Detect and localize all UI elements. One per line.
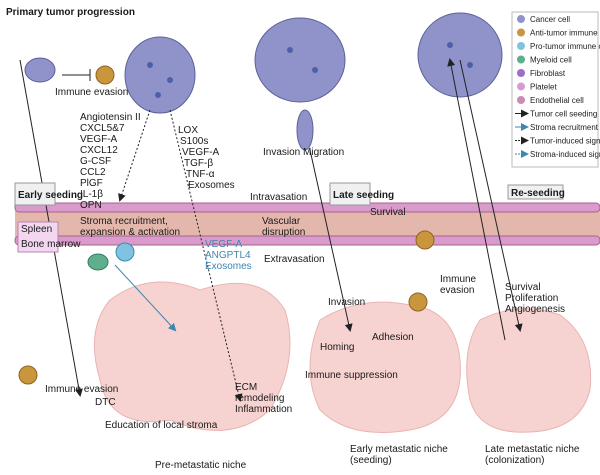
svg-text:Spleen: Spleen xyxy=(21,224,52,235)
legend-label: Stroma recruitment xyxy=(530,123,599,132)
text-line: ECM xyxy=(235,382,257,393)
tumor-re-seeding xyxy=(417,12,503,98)
cancer-cell xyxy=(24,57,56,83)
myeloid-cell xyxy=(87,253,109,271)
adhesion-label: Adhesion xyxy=(372,332,414,343)
fibroblast-icon xyxy=(517,69,525,77)
re-seeding-arrow xyxy=(447,58,506,341)
text-line: Exosomes xyxy=(205,261,252,272)
education-label: Education of local stroma xyxy=(105,420,218,431)
text-line: ANGPTL4 xyxy=(205,250,251,261)
text-line: Inflammation xyxy=(235,404,292,415)
anti-tumor-immune-cell xyxy=(95,65,115,85)
text-line: Exosomes xyxy=(188,180,235,191)
text-line: remodeling xyxy=(235,393,284,404)
seeding-arrow xyxy=(459,59,523,332)
primary-tumor xyxy=(124,36,196,114)
late-metastatic-niche xyxy=(466,308,592,433)
text-line: CXCL5&7 xyxy=(80,123,125,134)
legend-label: Endothelial cell xyxy=(530,96,584,105)
text-line: VEGF-A xyxy=(182,147,220,158)
text-line: PlGF xyxy=(80,178,103,189)
legend-label: Anti-tumor immune cell xyxy=(530,29,600,38)
text-line: Angiogenesis xyxy=(505,304,565,315)
signaling-arrow xyxy=(118,109,151,202)
myeloid-cell-icon xyxy=(517,55,525,64)
figure-title: Primary tumor progression xyxy=(6,7,135,18)
immune-evasion-label: Immune evasion xyxy=(45,384,118,395)
text-line: CCL2 xyxy=(80,167,106,178)
pro-tumor-immune-cell xyxy=(115,242,135,262)
text-line: TNF-α xyxy=(186,169,215,180)
cancer-cell-icon xyxy=(517,15,525,23)
immune-evasion-label: Immune evasion xyxy=(55,87,128,98)
legend-label: Tumor cell seeding xyxy=(530,110,597,119)
anti-tumor-immune-cell-icon xyxy=(517,28,525,37)
svg-text:Late seeding: Late seeding xyxy=(333,190,394,201)
tumor-factors-left: Angiotensin IICXCL5&7VEGF-ACXCL12G-CSFCC… xyxy=(80,112,141,211)
legend-label: Tumor-induced signaling xyxy=(530,137,600,146)
intravasation-label: Intravasation xyxy=(250,192,307,203)
early-seeding-box: Early seeding xyxy=(14,182,83,206)
text-line: VEGF-A xyxy=(205,239,243,250)
invasion-label: Invasion xyxy=(328,297,365,308)
immune-suppression-label: Immune suppression xyxy=(305,370,398,381)
late-niche-label: Late metastatic niche(colonization) xyxy=(485,444,580,466)
text-line: S100s xyxy=(180,136,208,147)
text-line: G-CSF xyxy=(80,156,111,167)
anti-tumor-immune-cell xyxy=(415,230,435,250)
survival-label: Survival xyxy=(370,207,406,218)
extravasation-label: Extravasation xyxy=(264,254,325,265)
pro-tumor-immune-cell-icon xyxy=(517,42,525,50)
signaling-arrow xyxy=(169,109,243,402)
tumor-late-seeding xyxy=(254,17,346,151)
seeding-arrow xyxy=(309,149,353,332)
late-seeding-box: Late seeding xyxy=(329,182,394,206)
text-line: IL-1β xyxy=(80,189,103,200)
legend-label: Cancer cell xyxy=(530,15,570,24)
legend-label: Stroma-induced signaling xyxy=(530,150,600,159)
legend-label: Myeloid cell xyxy=(530,56,572,65)
text-line: Angiotensin II xyxy=(80,112,141,123)
stroma-recruitment-label: Stroma recruitment,expansion & activatio… xyxy=(80,216,180,238)
endothelial-cell-icon xyxy=(517,96,525,104)
text-line: CXCL12 xyxy=(80,145,118,156)
anti-tumor-immune-cell xyxy=(18,365,38,385)
text-line: OPN xyxy=(80,200,102,211)
text-line: VEGF-A xyxy=(80,134,118,145)
dtc-label: DTC xyxy=(95,397,116,408)
early-niche-label: Early metastatic niche(seeding) xyxy=(350,444,448,466)
legend-label: Fibroblast xyxy=(530,69,566,78)
svg-text:Early seeding: Early seeding xyxy=(18,190,83,201)
text-line: LOX xyxy=(178,125,198,136)
recruitment-arrow xyxy=(114,264,177,332)
legend-label: Pro-tumor immune cell xyxy=(530,42,600,51)
invasion-migration-label: Invasion Migration xyxy=(263,147,344,158)
early-metastatic-niche xyxy=(309,301,461,433)
homing-label: Homing xyxy=(320,342,354,353)
re-seeding-box: Re-seeding xyxy=(507,184,565,200)
svg-text:Bone marrow: Bone marrow xyxy=(21,239,81,250)
legend-label: Platelet xyxy=(530,83,557,92)
blood-vessel xyxy=(14,202,600,246)
text-line: TGF-β xyxy=(184,158,213,169)
text-line: Survival xyxy=(505,282,541,293)
anti-tumor-immune-cell xyxy=(408,292,428,312)
svg-text:Re-seeding: Re-seeding xyxy=(511,188,565,199)
pre-metastatic-niche-label: Pre-metastatic niche xyxy=(155,460,247,471)
text-line: Proliferation xyxy=(505,293,558,304)
spleen-bone-marrow-box: Spleen Bone marrow xyxy=(17,221,81,253)
platelet-icon xyxy=(517,82,525,91)
